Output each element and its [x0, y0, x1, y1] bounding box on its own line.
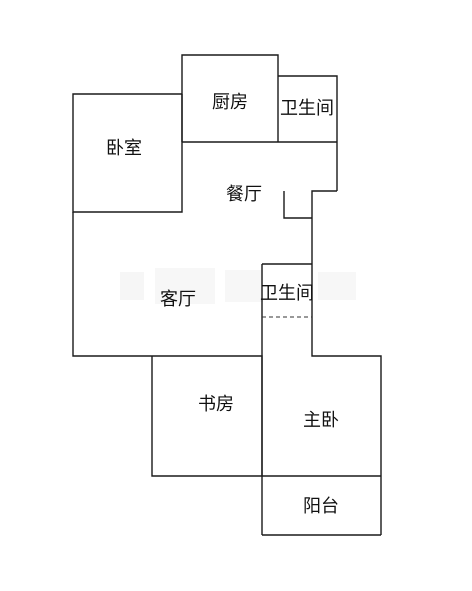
label-kitchen: 厨房 — [212, 92, 248, 113]
bathroom-top-wall — [278, 75, 338, 191]
label-dining: 餐厅 — [226, 184, 262, 205]
watermark-logo — [120, 268, 356, 304]
label-bedroom: 卧室 — [106, 138, 142, 159]
study-wall — [151, 355, 263, 477]
label-balcony: 阳台 — [303, 496, 339, 517]
dining-right-wall — [311, 190, 382, 535]
label-living: 客厅 — [160, 289, 196, 310]
kitchen-wall — [181, 54, 279, 142]
label-bathroom-top: 卫生间 — [280, 98, 334, 119]
walls — [72, 54, 382, 536]
dining-notch — [283, 191, 312, 219]
label-study: 书房 — [198, 394, 234, 415]
living-left-wall — [72, 212, 152, 357]
label-master-bedroom: 主卧 — [303, 410, 339, 431]
label-bathroom-mid: 卫生间 — [260, 283, 314, 304]
